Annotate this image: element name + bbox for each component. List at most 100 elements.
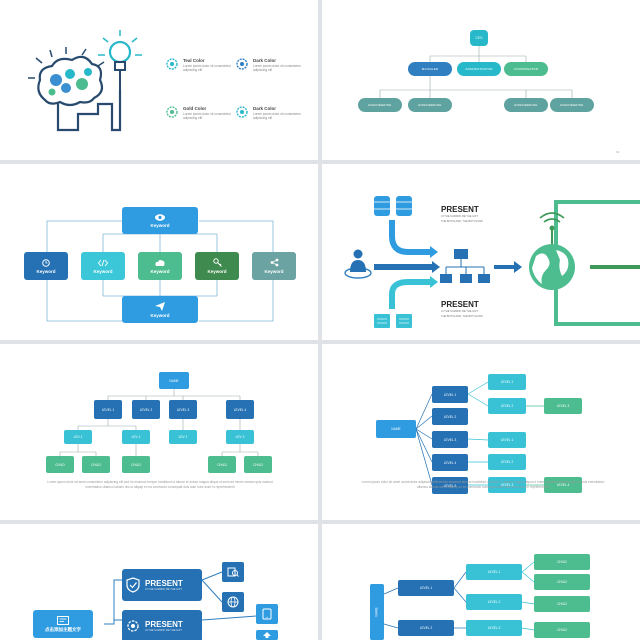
- keyword-label: Keyword: [93, 268, 113, 274]
- tree-level[interactable]: LEVEL 1: [432, 386, 468, 403]
- present-connectors: [104, 571, 257, 625]
- slide-7[interactable]: PRESENT Ut THE SUMMIR, BE THE GIFT PRESE…: [0, 524, 318, 640]
- tree-leaf[interactable]: LEVEL 4: [544, 477, 582, 493]
- tree2-sub[interactable]: LEVEL 3: [466, 620, 522, 636]
- main-topic-label: 点击添加主题文字: [45, 626, 81, 632]
- brain-bulb-illustration: [28, 30, 142, 132]
- hierarchy-level[interactable]: LEVEL 3: [169, 400, 197, 419]
- hierarchy-connectors: [59, 389, 259, 456]
- main-topic-box[interactable]: 点击添加主题文字: [33, 610, 93, 638]
- tree2-root[interactable]: NAME: [370, 584, 384, 640]
- present-text: THE BOTOLAND, THE BOTOLAND: [441, 220, 483, 223]
- org-level2-box[interactable]: COORDINATOR: [504, 62, 548, 76]
- globe-icon: [227, 596, 239, 608]
- icon-tile[interactable]: [256, 630, 278, 640]
- slide-6[interactable]: NAME LEVEL 1 LEVEL 2 LEVEL 3 LEVEL 4 LEV…: [322, 344, 640, 520]
- present-heading: PRESENT: [441, 300, 479, 309]
- tree2-child[interactable]: CHILD: [534, 554, 590, 570]
- keyword-label: Keyword: [150, 312, 170, 318]
- info-text: Lorem ipsum dolor sit consectetur adipis…: [183, 112, 231, 121]
- tree-sub[interactable]: LEVEL 1: [488, 432, 526, 448]
- keyword-label: Keyword: [150, 222, 170, 228]
- hierarchy-child[interactable]: CHILD: [208, 456, 236, 473]
- info-title: Dark Color: [253, 106, 277, 111]
- hierarchy-sub[interactable]: LEV 1: [169, 430, 197, 444]
- tablet-icon: [262, 608, 272, 620]
- tree2-child[interactable]: CHILD: [534, 574, 590, 590]
- hierarchy-child[interactable]: CHILD: [82, 456, 110, 473]
- tree2-sub[interactable]: LEVEL 1: [466, 564, 522, 580]
- search-icon: [227, 567, 239, 577]
- icon-tile[interactable]: [222, 562, 244, 582]
- org-level3-box[interactable]: ENGINEERING: [408, 98, 452, 112]
- tree-sub[interactable]: LEVEL 3: [488, 477, 526, 493]
- gear-icon: [166, 106, 178, 118]
- org-chart-connectors: [379, 46, 573, 98]
- icon-tile[interactable]: [222, 592, 244, 612]
- tree2-child[interactable]: CHILD: [534, 622, 590, 638]
- present-card[interactable]: PRESENT Ut THE SUMMIR, BE THE GIFT: [122, 610, 202, 640]
- gear-icon: [236, 58, 248, 70]
- tree-sub[interactable]: LEVEL 2: [488, 398, 526, 414]
- present-card-text: Ut THE SUMMIR, BE THE GIFT: [145, 629, 183, 632]
- hierarchy-level[interactable]: LEVEL 1: [94, 400, 122, 419]
- tree2-level[interactable]: LEVEL 2: [398, 620, 454, 636]
- present-text: THE BOTOLAND, THE BOTOLAND: [441, 315, 483, 318]
- tree-level[interactable]: LEVEL 3: [432, 431, 468, 448]
- tree-level[interactable]: LEVEL 5: [432, 477, 468, 494]
- slide-4[interactable]: PRESENT Ut THE SUMMIR, BE THE GIFT THE B…: [322, 164, 640, 340]
- org-level2-box[interactable]: ADMINISTRATOR: [457, 62, 501, 76]
- org-level3-box[interactable]: ENGINEERING: [358, 98, 402, 112]
- keyword-box[interactable]: Keyword: [252, 252, 296, 280]
- keyword-box-bottom[interactable]: Keyword: [122, 296, 198, 323]
- hierarchy-root[interactable]: NAME: [159, 372, 189, 389]
- org-level2-box[interactable]: MANAGER: [408, 62, 452, 76]
- keyword-label: Keyword: [36, 268, 56, 274]
- slide-2[interactable]: CEO MANAGER ADMINISTRATOR COORDINATOR EN…: [322, 0, 640, 160]
- keyword-box-top[interactable]: Keyword: [122, 207, 198, 234]
- tree2-root-label: NAME: [375, 607, 379, 617]
- present-heading: PRESENT: [441, 205, 479, 214]
- tree-sub[interactable]: LEVEL 2: [488, 454, 526, 470]
- hierarchy-child[interactable]: CHILD: [122, 456, 150, 473]
- slide-1[interactable]: Teal Color Lorem ipsum dolor sit consect…: [0, 0, 318, 160]
- info-title: Teal Color: [183, 58, 205, 63]
- slide-3[interactable]: Keyword Keyword Keyword Keyword Keyword …: [0, 164, 318, 340]
- eye-icon: [155, 213, 165, 221]
- present-text: Ut THE SUMMIR, BE THE GIFT: [441, 310, 479, 313]
- keyword-box[interactable]: Keyword: [138, 252, 182, 280]
- keyword-box[interactable]: Keyword: [195, 252, 239, 280]
- info-text: Lorem ipsum dolor sit consectetur adipis…: [253, 112, 301, 121]
- keyword-label: Keyword: [150, 268, 170, 274]
- hierarchy-child[interactable]: CHILD: [46, 456, 74, 473]
- info-title: Dark Color: [253, 58, 277, 63]
- tree2-connectors: [383, 561, 535, 631]
- icon-tile[interactable]: [256, 604, 278, 624]
- org-level3-box[interactable]: ENGINEERING: [550, 98, 594, 112]
- gear-icon: [166, 58, 178, 70]
- hierarchy-sub[interactable]: LEV 1: [122, 430, 150, 444]
- tree-sub[interactable]: LEVEL 1: [488, 374, 526, 390]
- slide-8[interactable]: NAME LEVEL 1 LEVEL 2 LEVEL 1 LEVEL 2 LEV…: [322, 524, 640, 640]
- hierarchy-level[interactable]: LEVEL 4: [226, 400, 254, 419]
- tree2-sub[interactable]: LEVEL 2: [466, 594, 522, 610]
- keyword-box[interactable]: Keyword: [81, 252, 125, 280]
- present-card[interactable]: PRESENT Ut THE SUMMIR, BE THE GIFT: [122, 569, 202, 601]
- org-level3-box[interactable]: ENGINEERING: [504, 98, 548, 112]
- hierarchy-level[interactable]: LEVEL 2: [132, 400, 160, 419]
- tree-connectors: [415, 381, 544, 486]
- tree-level[interactable]: LEVEL 4: [432, 454, 468, 471]
- keyword-box[interactable]: Keyword: [24, 252, 68, 280]
- tree2-child[interactable]: CHILD: [534, 596, 590, 612]
- share-icon: [270, 258, 278, 267]
- tree2-level[interactable]: LEVEL 1: [398, 580, 454, 596]
- tree-root[interactable]: NAME: [376, 420, 416, 438]
- ceo-box[interactable]: CEO: [470, 30, 488, 46]
- tree-level[interactable]: LEVEL 2: [432, 408, 468, 425]
- hierarchy-child[interactable]: CHILD: [244, 456, 272, 473]
- hierarchy-sub[interactable]: LEV 2: [226, 430, 254, 444]
- hierarchy-sub[interactable]: LEV 1: [64, 430, 92, 444]
- slide-5[interactable]: NAME LEVEL 1 LEVEL 2 LEVEL 3 LEVEL 4 LEV…: [0, 344, 318, 520]
- upload-icon: [263, 632, 271, 638]
- tree-leaf[interactable]: LEVEL 3: [544, 398, 582, 414]
